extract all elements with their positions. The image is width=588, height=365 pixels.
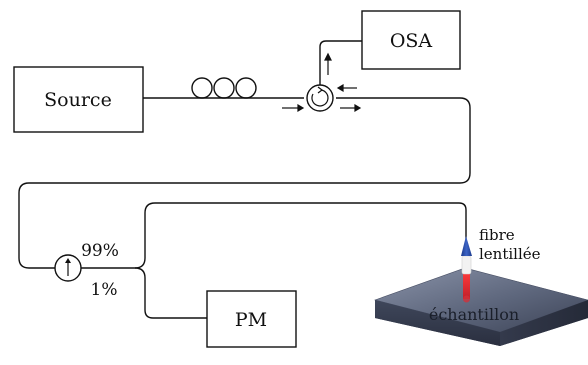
osa-box <box>361 10 461 70</box>
coupler-ratio-low: 1% <box>91 280 118 300</box>
sample-slab <box>373 267 588 346</box>
coupler-icon <box>54 254 82 282</box>
coupler-ratio-high: 99% <box>81 241 119 261</box>
fibre-circulator-to-osa <box>319 40 362 86</box>
osa-label: OSA <box>390 30 433 52</box>
probe-beam <box>463 272 470 299</box>
lensed-fibre-probe <box>461 236 472 303</box>
sample-label: échantillon <box>429 305 519 324</box>
probe-label-line1: fibre <box>479 226 515 244</box>
pm-box <box>206 290 297 348</box>
direction-arrows <box>282 52 362 113</box>
source-label: Source <box>44 89 112 111</box>
fibre-circulator-to-coupler <box>18 97 471 269</box>
source-box <box>13 66 144 133</box>
fibre-coupler-to-pm <box>134 267 207 319</box>
fibre-coil-icon <box>191 77 257 99</box>
probe-label-line2: lentillée <box>479 245 541 263</box>
circulator-icon <box>306 84 334 112</box>
fibre-paths <box>18 40 471 319</box>
pm-label: PM <box>235 309 267 331</box>
fibre-coupler-to-probe <box>81 202 467 269</box>
